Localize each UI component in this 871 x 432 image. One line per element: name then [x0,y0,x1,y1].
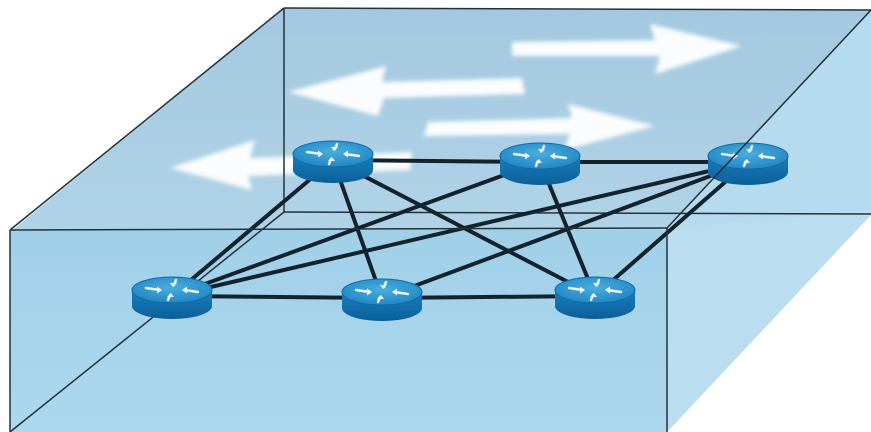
arrow-left-upper [288,66,525,116]
link-back-right-to-front-middle [380,160,750,300]
box-edge-back-left-bottom [9,211,285,432]
arrow-left-lower [170,140,412,190]
router-icon-back-left [291,139,375,185]
box-edge-top-back [283,7,871,11]
router-icon-front-right [553,275,637,321]
router-icon-front-left [130,275,214,321]
box-edge-top-front [9,227,668,231]
router-icon-front-middle [340,277,424,323]
box-edge-top-left [9,7,285,231]
router-icon-back-right [706,141,790,187]
box-edge-back-bottom [283,211,871,215]
router-icon-back-middle [498,141,582,187]
box-front-face [10,230,667,432]
box-edge-top-right [666,9,871,229]
box-right-face [667,10,871,432]
link-back-right-to-front-right [593,160,750,298]
arrow-right-lower [424,104,655,150]
arrow-right-upper [512,24,742,74]
link-back-left-to-front-left [170,158,335,298]
